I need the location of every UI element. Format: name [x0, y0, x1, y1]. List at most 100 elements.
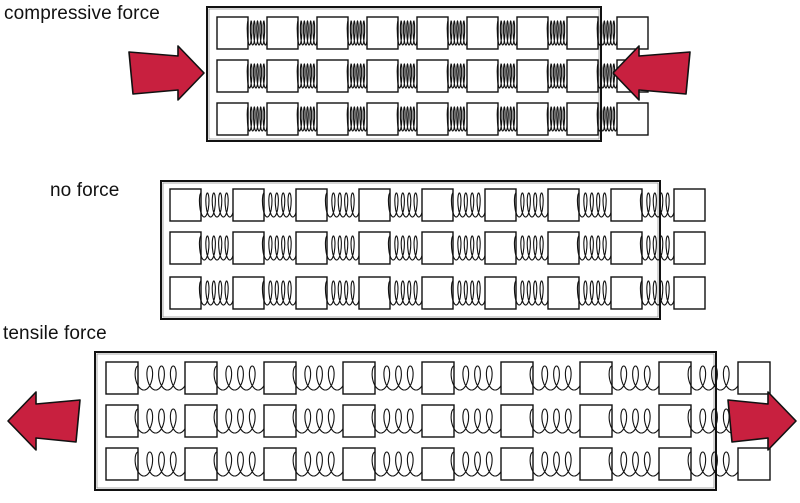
square-block — [610, 231, 643, 265]
spring-icon — [608, 365, 663, 391]
compressive-force-label: compressive force — [4, 3, 160, 24]
square-block — [421, 447, 455, 481]
square-block — [421, 404, 455, 438]
square-block — [263, 404, 297, 438]
square-block — [421, 276, 454, 310]
spring-icon — [496, 20, 519, 46]
spring-icon — [546, 20, 569, 46]
no-force-panel — [160, 180, 706, 320]
spring-icon — [496, 106, 519, 132]
square-block — [169, 231, 202, 265]
spring-icon — [529, 451, 584, 477]
square-block — [216, 16, 249, 50]
square-block — [579, 361, 613, 395]
square-block — [466, 59, 499, 93]
spring-icon — [513, 280, 551, 306]
spring-icon — [324, 192, 362, 218]
spring-icon — [292, 451, 347, 477]
square-block — [366, 16, 399, 50]
arrow-icon-tensile-right — [727, 391, 797, 451]
spring-icon — [450, 235, 488, 261]
square-block — [658, 447, 692, 481]
spring-icon — [387, 192, 425, 218]
spring-icon — [261, 235, 299, 261]
spring-icon — [296, 20, 319, 46]
spring-icon — [198, 235, 236, 261]
panel-frame-inner — [208, 8, 600, 140]
spring-icon — [346, 63, 369, 89]
square-block — [416, 102, 449, 136]
spring-icon — [296, 106, 319, 132]
square-block — [295, 276, 328, 310]
square-block — [616, 16, 649, 50]
spring-icon — [396, 20, 419, 46]
square-block — [466, 102, 499, 136]
square-block — [516, 16, 549, 50]
square-block — [416, 59, 449, 93]
square-block — [366, 102, 399, 136]
spring-icon — [546, 63, 569, 89]
spring-icon — [596, 20, 619, 46]
spring-icon — [134, 408, 189, 434]
square-block — [169, 276, 202, 310]
spring-icon — [446, 106, 469, 132]
square-block — [105, 361, 139, 395]
spring-icon — [292, 365, 347, 391]
no-force-label: no force — [50, 180, 120, 201]
square-block — [266, 16, 299, 50]
spring-icon — [529, 365, 584, 391]
square-block — [566, 59, 599, 93]
square-block — [500, 404, 534, 438]
square-block — [316, 102, 349, 136]
spring-icon — [246, 20, 269, 46]
square-block — [316, 16, 349, 50]
square-block — [547, 276, 580, 310]
square-block — [673, 188, 706, 222]
spring-icon — [213, 451, 268, 477]
square-block — [358, 231, 391, 265]
square-block — [610, 276, 643, 310]
spring-icon — [576, 280, 614, 306]
spring-icon — [687, 451, 742, 477]
square-block — [616, 102, 649, 136]
square-block — [466, 16, 499, 50]
square-block — [500, 447, 534, 481]
square-block — [673, 231, 706, 265]
spring-icon — [292, 408, 347, 434]
panel-frame — [206, 6, 602, 142]
spring-icon — [446, 63, 469, 89]
spring-icon — [639, 192, 677, 218]
spring-icon — [450, 451, 505, 477]
square-block — [342, 447, 376, 481]
panel-frame — [94, 351, 717, 491]
square-block — [421, 188, 454, 222]
square-block — [484, 276, 517, 310]
spring-icon — [371, 451, 426, 477]
spring-icon — [596, 106, 619, 132]
spring-icon — [213, 408, 268, 434]
square-block — [216, 59, 249, 93]
square-block — [263, 361, 297, 395]
compressive-panel — [206, 6, 649, 142]
square-block — [342, 404, 376, 438]
square-block — [232, 276, 265, 310]
spring-icon — [246, 106, 269, 132]
spring-icon — [346, 20, 369, 46]
spring-icon — [639, 280, 677, 306]
square-block — [266, 59, 299, 93]
square-block — [579, 404, 613, 438]
square-block — [169, 188, 202, 222]
square-block — [295, 188, 328, 222]
square-block — [316, 59, 349, 93]
spring-icon — [246, 63, 269, 89]
panel-frame-inner — [96, 353, 715, 489]
spring-icon — [529, 408, 584, 434]
spring-icon — [513, 235, 551, 261]
square-block — [232, 188, 265, 222]
spring-icon — [446, 20, 469, 46]
spring-icon — [371, 365, 426, 391]
spring-icon — [608, 451, 663, 477]
square-block — [737, 447, 771, 481]
